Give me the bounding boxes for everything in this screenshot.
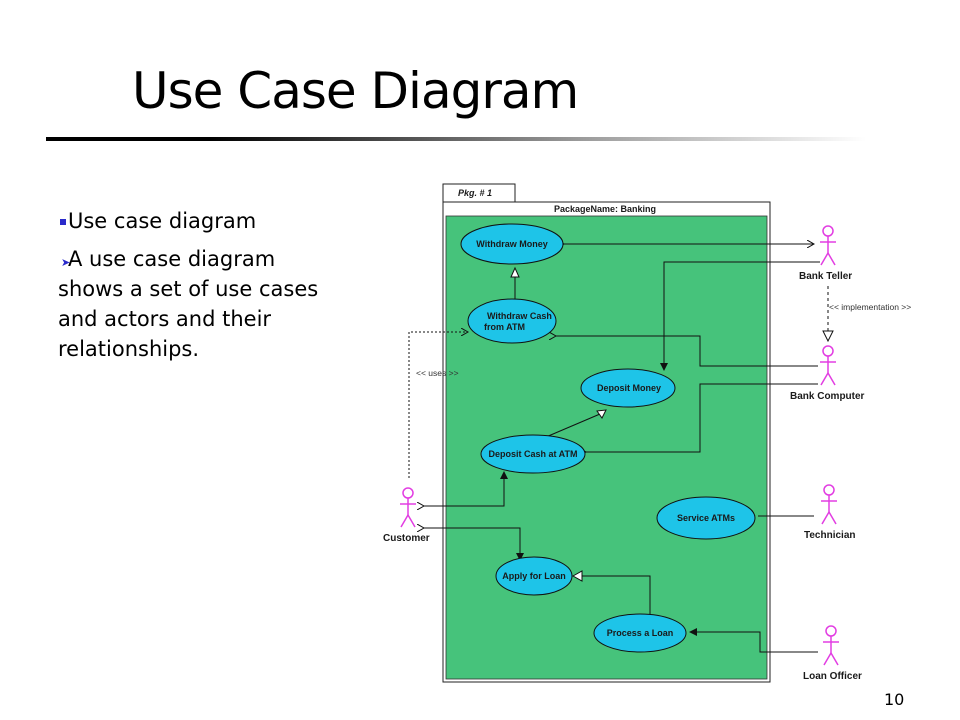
actor-label-technician: Technician <box>804 530 856 541</box>
actor-loan-officer-icon <box>823 625 839 666</box>
generalization-arrow-2 <box>596 409 607 419</box>
generalization-arrow-3 <box>571 570 583 582</box>
usecase-label: Deposit Money <box>597 383 661 393</box>
actor-label-loan-officer: Loan Officer <box>803 671 862 682</box>
usecase-label: Apply for Loan <box>502 571 566 581</box>
implementation-label: << implementation >> <box>829 302 911 312</box>
generalization-arrow-1 <box>510 266 520 278</box>
actor-technician-icon <box>821 484 837 525</box>
slide-title: Use Case Diagram <box>132 62 579 120</box>
usecase-deposit-money: Deposit Money <box>580 368 676 408</box>
package-name: PackageName: Banking <box>554 204 656 214</box>
implementation-arrow <box>822 330 834 343</box>
usecase-apply-loan: Apply for Loan <box>495 556 573 596</box>
usecase-service-atms: Service ATMs <box>656 496 756 540</box>
actors <box>400 225 839 666</box>
customer-applyloan-line <box>424 528 520 560</box>
usecase-label: Process a Loan <box>607 628 674 638</box>
customer-withdrawcash-line <box>408 332 468 478</box>
paragraph-rest: shows a set of use cases and actors and … <box>58 277 319 361</box>
usecase-label: Withdraw Money <box>476 239 547 249</box>
usecase-label-line2: from ATM <box>484 322 525 332</box>
usecase-label-line1: Withdraw Cash <box>487 311 552 321</box>
usecase-withdraw-cash: Withdraw Cash from ATM <box>467 298 557 344</box>
relationship-lines <box>408 244 834 653</box>
usecase-label: Deposit Cash at ATM <box>488 449 577 459</box>
bullet-text: Use case diagram <box>68 209 257 233</box>
paragraph-line-1: A use case diagram <box>68 247 276 271</box>
actor-customer-icon <box>400 487 416 528</box>
slide-body: Use case diagram ➤ A use case diagram sh… <box>58 206 358 364</box>
computer-withdrawcash-line <box>556 336 818 367</box>
generalization-line-3 <box>582 575 651 615</box>
bullet-item: Use case diagram <box>58 206 358 236</box>
teller-deposit-line <box>660 261 820 371</box>
usecase-withdraw-money: Withdraw Money <box>460 223 564 265</box>
customer-depositcash-line <box>424 472 504 506</box>
arrow-bullet-icon: ➤ <box>61 256 71 269</box>
actor-label-bank-teller: Bank Teller <box>799 271 852 282</box>
computer-depositcash-line <box>586 383 818 452</box>
usecase-deposit-cash: Deposit Cash at ATM <box>480 434 586 474</box>
page-number: 10 <box>884 690 905 709</box>
square-bullet-icon <box>60 219 66 225</box>
officer-processloan-line <box>689 628 818 653</box>
use-cases: Withdraw Money Withdraw Cash from ATM De… <box>460 223 756 653</box>
package-tab-label: Pkg. # 1 <box>458 188 492 198</box>
usecase-label: Service ATMs <box>677 513 735 523</box>
actor-label-customer: Customer <box>383 533 430 544</box>
actor-bank-computer-icon <box>820 345 836 386</box>
usecase-process-loan: Process a Loan <box>593 613 687 653</box>
description-paragraph: ➤ A use case diagram shows a set of use … <box>58 244 358 364</box>
actor-label-bank-computer: Bank Computer <box>790 391 865 402</box>
uses-label: << uses >> <box>416 368 459 378</box>
actor-bank-teller-icon <box>820 225 836 266</box>
generalization-line-2 <box>545 413 601 438</box>
title-rule <box>46 137 866 141</box>
